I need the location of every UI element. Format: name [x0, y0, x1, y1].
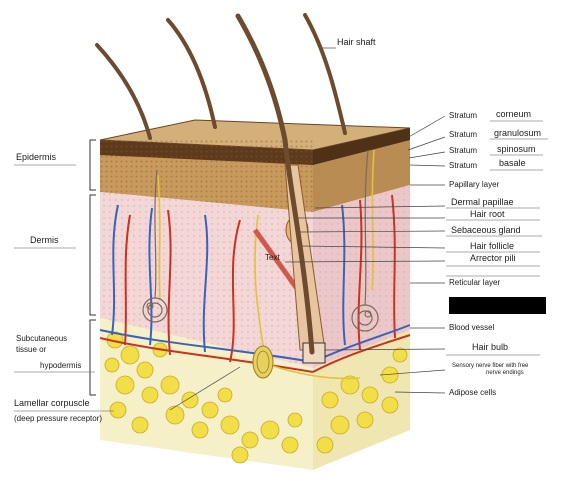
- label-reticular-layer: Reticular layer: [449, 278, 501, 287]
- label-dermal-papillae: Dermal papillae: [451, 197, 514, 207]
- label-granulosum: granulosum: [494, 128, 542, 138]
- label-subcutaneous-2: tissue or: [16, 345, 47, 354]
- label-corneum: corneum: [496, 109, 532, 119]
- veins: [99, 204, 411, 363]
- label-arrector-pili: Arrector pili: [470, 253, 516, 263]
- label-papillary-layer: Papillary layer: [449, 180, 500, 189]
- label-sebaceous-gland: Sebaceous gland: [451, 225, 521, 235]
- redacted-label-box: [449, 297, 546, 314]
- label-sensory-nerve-1: Sensory nerve fiber with free: [452, 363, 529, 369]
- hairs: [95, 13, 347, 355]
- leader-lines: [169, 47, 446, 411]
- label-text-marker: Text: [265, 253, 280, 262]
- label-epidermis: Epidermis: [16, 152, 57, 162]
- label-subcutaneous-1: Subcutaneous: [16, 334, 68, 343]
- label-subcutaneous-3: hypodermis: [40, 361, 82, 370]
- label-adipose-cells: Adipose cells: [449, 388, 497, 397]
- lamellar-corpuscle: [252, 345, 274, 379]
- label-stratum-3: Stratum: [449, 146, 478, 155]
- label-lamellar-corpuscle: Lamellar corpuscle: [14, 398, 90, 408]
- arteries: [99, 194, 411, 373]
- label-dermis: Dermis: [30, 235, 59, 245]
- label-lamellar-corpuscle-sub: (deep pressure receptor): [14, 414, 103, 423]
- label-stratum-1: Stratum: [449, 111, 478, 120]
- label-hair-root: Hair root: [470, 209, 505, 219]
- label-spinosum: spinosum: [497, 144, 536, 154]
- label-hair-bulb: Hair bulb: [472, 342, 509, 352]
- label-sensory-nerve-2: nerve endings: [486, 370, 524, 376]
- label-stratum-2: Stratum: [449, 130, 478, 139]
- hypodermis-side: [313, 330, 410, 470]
- label-hair-follicle: Hair follicle: [470, 241, 515, 251]
- layer-brackets: [89, 139, 96, 396]
- label-stratum-4: Stratum: [449, 161, 478, 170]
- label-underlines: [14, 120, 548, 412]
- label-blood-vessel: Blood vessel: [449, 323, 495, 332]
- arrector-pili-muscle: [252, 228, 301, 292]
- sweat-gland-right: [351, 149, 379, 332]
- label-hair-shaft: Hair shaft: [337, 37, 376, 47]
- sweat-gland-left: [142, 169, 168, 323]
- label-basale: basale: [499, 158, 526, 168]
